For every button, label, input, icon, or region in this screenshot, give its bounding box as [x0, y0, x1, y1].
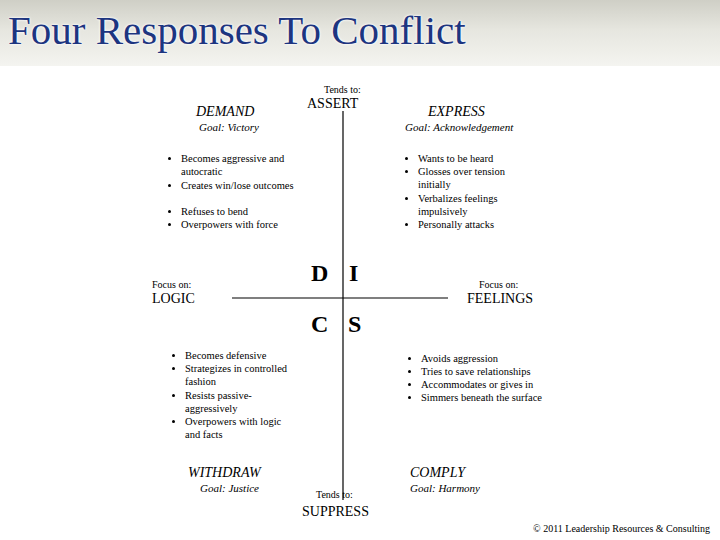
quadrant-letter: S — [348, 309, 361, 339]
tendency-caption: Tends to: — [316, 489, 353, 502]
bullet-item: Strategizes in controlled fashion — [185, 362, 297, 389]
goal-text: Goal: Victory — [199, 121, 259, 135]
goal-text: Goal: Justice — [200, 482, 259, 496]
copyright-note: © 2011 Leadership Resources & Consulting — [533, 523, 710, 536]
bullet-item: Overpowers with force — [181, 218, 299, 231]
goal-text: Goal: Acknowledgement — [405, 121, 513, 135]
quadrant-letter: D — [311, 258, 328, 288]
vertical-axis — [342, 111, 343, 500]
bullet-item: Avoids aggression — [421, 352, 549, 365]
bullet-item: Overpowers with logic and facts — [185, 415, 297, 442]
quadrant-letter: C — [311, 309, 328, 339]
horizontal-axis — [232, 297, 448, 298]
quadrant-letter: I — [349, 258, 358, 288]
focus-word: FEELINGS — [467, 290, 533, 308]
tendency-caption: Tends to: — [324, 84, 361, 97]
bullet-item: Tries to save relationships — [421, 365, 549, 378]
focus-caption: Focus on: — [479, 279, 518, 292]
bullet-item: Glosses over tension initially — [418, 165, 523, 192]
style-name: DEMAND — [196, 103, 254, 121]
bullet-item: Accommodates or gives in — [421, 378, 549, 391]
focus-word: LOGIC — [152, 290, 195, 308]
bullet-item: Verbalizes feelings impulsively — [418, 192, 523, 219]
bullet-item: Personally attacks — [418, 218, 523, 231]
focus-caption: Focus on: — [152, 279, 191, 292]
bullet-item: Simmers beneath the surface — [421, 391, 549, 404]
style-name: WITHDRAW — [188, 464, 261, 482]
tendency-word: SUPPRESS — [302, 503, 369, 521]
bullet-item: Wants to be heard — [418, 152, 523, 165]
style-name: EXPRESS — [428, 103, 485, 121]
bullet-item: Becomes aggressive and autocratic — [181, 152, 299, 179]
bullet-item: Refuses to bend — [181, 205, 299, 218]
slide-title: Four Responses To Conflict — [8, 6, 466, 54]
style-name: COMPLY — [410, 464, 465, 482]
tendency-word: ASSERT — [307, 95, 358, 113]
bullet-item: Resists passive-aggressively — [185, 389, 297, 416]
goal-text: Goal: Harmony — [410, 482, 480, 496]
bullet-item: Becomes defensive — [185, 349, 297, 362]
bullet-item: Creates win/lose outcomes — [181, 179, 299, 192]
